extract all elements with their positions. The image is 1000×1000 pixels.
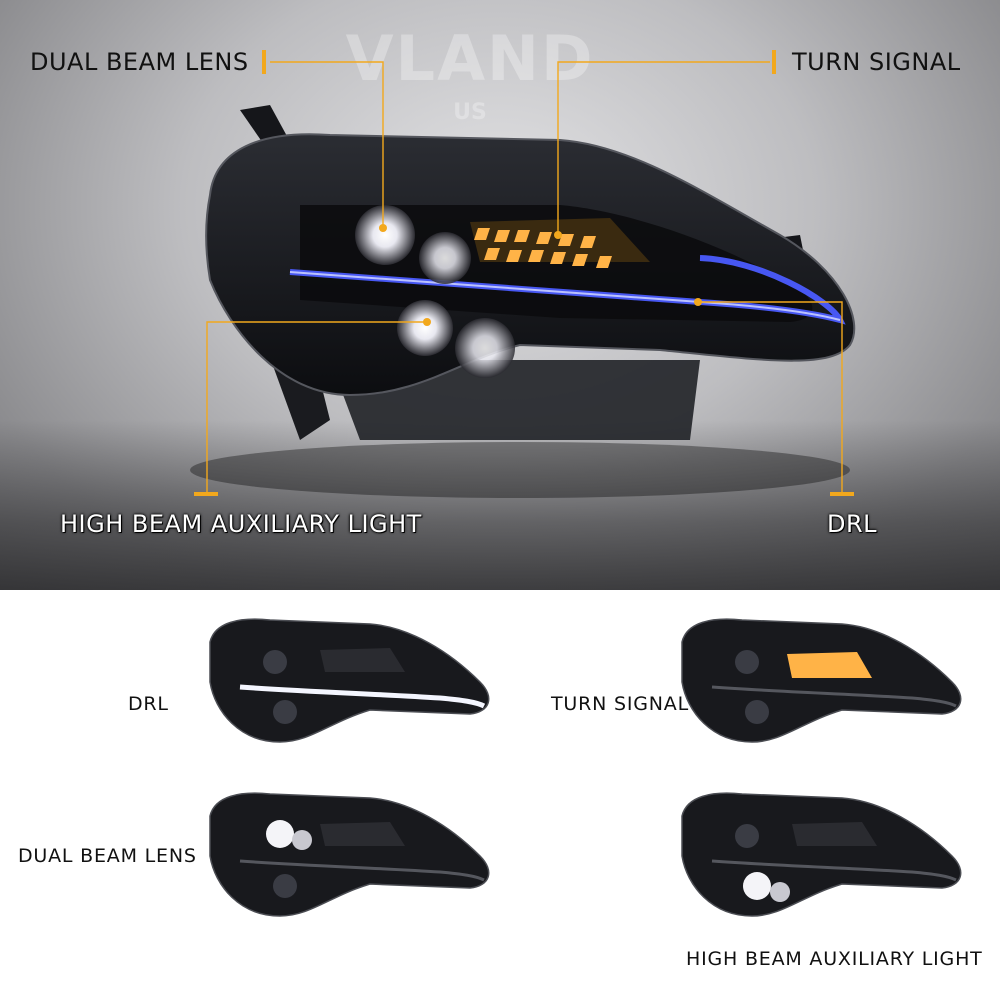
variant-label-drl: DRL <box>128 693 169 715</box>
floor-reflection <box>0 420 1000 590</box>
callout-tick-turn-signal <box>772 50 776 74</box>
brand-watermark: VLAND US <box>330 22 610 142</box>
drl-highlight <box>289 271 841 321</box>
variant-drl-thumbnail <box>209 618 490 743</box>
variant-dual-beam-lens-thumbnail <box>209 792 490 917</box>
variant-label-high-beam-auxiliary-light: HIGH BEAM AUXILIARY LIGHT <box>686 948 983 970</box>
dual-beam-lens-reflector <box>419 232 471 284</box>
callout-tick-dual-beam <box>262 50 266 74</box>
turn-signal-led-array <box>470 218 650 268</box>
dual-beam-lens <box>355 205 415 265</box>
callout-leaders <box>206 61 843 492</box>
callout-dots <box>379 224 702 326</box>
brand-logo-sub: US <box>453 100 487 125</box>
hero-panel: VLAND US <box>0 0 1000 590</box>
callout-turn-signal: TURN SIGNAL <box>792 48 961 76</box>
high-beam-auxiliary-reflector <box>455 318 515 378</box>
callout-tick-high-beam <box>194 492 218 496</box>
callout-high-beam-auxiliary-light: HIGH BEAM AUXILIARY LIGHT <box>60 510 422 538</box>
headlight-main-illustration <box>190 61 856 498</box>
brand-logo-text: VLAND <box>345 22 595 95</box>
variant-label-dual-beam-lens: DUAL BEAM LENS <box>18 845 197 867</box>
callout-tick-drl <box>830 492 854 496</box>
variant-label-turn-signal: TURN SIGNAL <box>551 693 689 715</box>
high-beam-auxiliary-lens <box>397 300 453 356</box>
variant-high-beam-thumbnail <box>681 792 962 917</box>
headlight-shadow <box>190 442 850 498</box>
callout-dual-beam-lens: DUAL BEAM LENS <box>30 48 249 76</box>
variant-turn-signal-thumbnail <box>681 618 962 743</box>
callout-drl: DRL <box>827 510 878 538</box>
